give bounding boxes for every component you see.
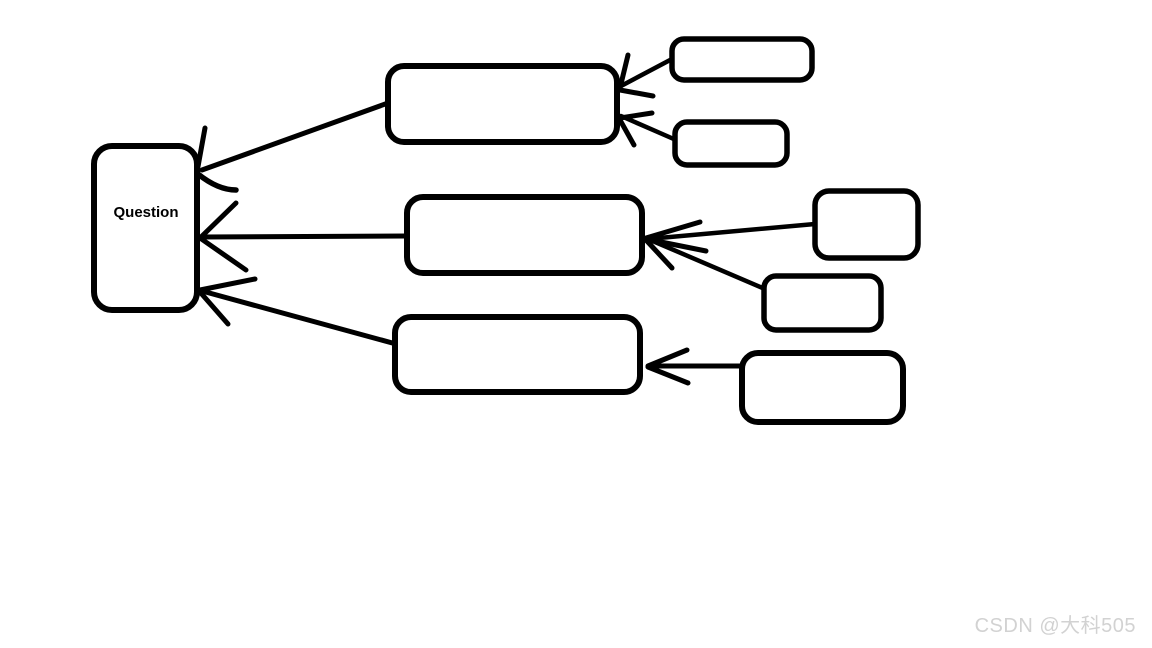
edge-leaf-top-2-to-branch-top [617,110,679,148]
node-leaf-middle-1-shape[interactable] [812,188,921,261]
edge-middle-to-question [197,200,410,273]
node-leaf-middle-1[interactable] [812,188,921,261]
node-leaf-bottom-1-shape[interactable] [739,350,906,425]
node-branch-top[interactable] [385,63,620,145]
node-leaf-middle-2-shape[interactable] [761,273,884,333]
node-leaf-top-1-shape[interactable] [669,36,815,83]
edge-layer [194,52,818,386]
edge-leaf-top-1-to-branch-top [617,52,675,99]
node-branch-bottom[interactable] [392,314,643,395]
node-branch-middle[interactable] [404,194,645,276]
node-branch-top-shape[interactable] [385,63,620,145]
node-branch-bottom-shape[interactable] [392,314,643,395]
node-leaf-top-2-shape[interactable] [672,119,790,168]
node-layer: Question [91,36,921,425]
node-question-shape[interactable] [91,143,200,313]
edge-leaf-middle-1-to-branch-middle [643,219,818,242]
edge-bottom-to-question [197,276,399,347]
node-question-label: Question [113,204,178,221]
csdn-watermark: CSDN @大科505 [974,615,1136,637]
node-leaf-top-1[interactable] [669,36,815,83]
edge-top-to-question [194,100,391,193]
node-question[interactable]: Question [91,143,200,313]
edge-leaf-bottom-1-to-branch-bottom [645,347,743,386]
node-leaf-bottom-1[interactable] [739,350,906,425]
node-branch-middle-shape[interactable] [404,194,645,276]
node-leaf-top-2[interactable] [672,119,790,168]
node-leaf-middle-2[interactable] [761,273,884,333]
edge-leaf-middle-2-to-branch-middle [643,236,768,292]
